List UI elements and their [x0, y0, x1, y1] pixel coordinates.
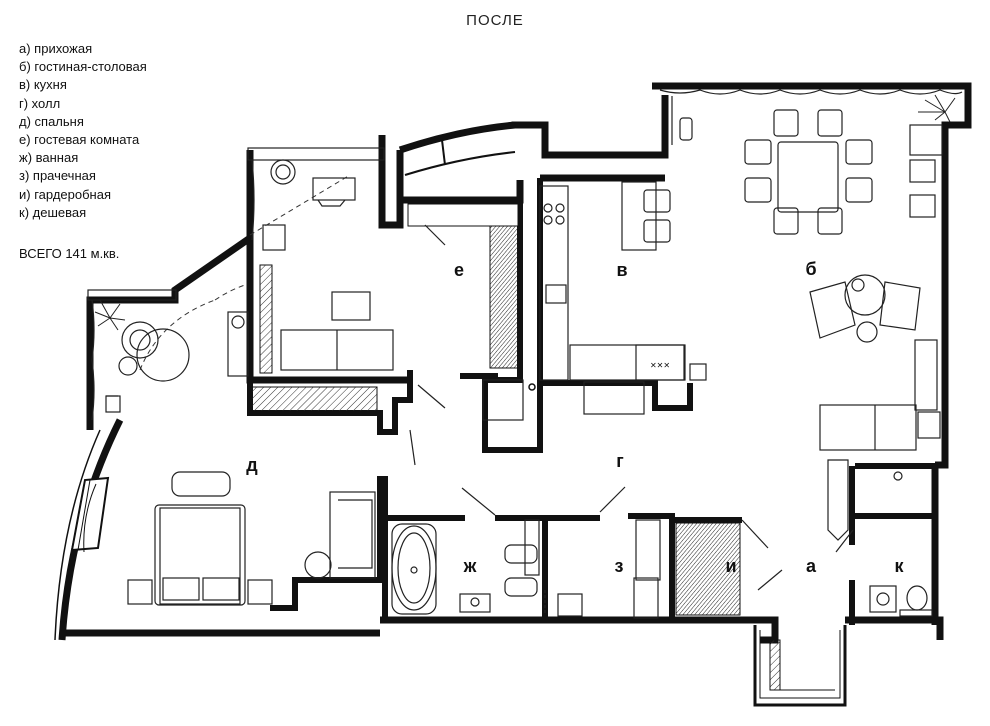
legend-item: б) гостиная-столовая: [19, 59, 147, 75]
legend-item: в) кухня: [19, 77, 67, 93]
legend-item: и) гардеробная: [19, 186, 111, 202]
legend-item: а) прихожая: [19, 41, 93, 56]
room-labels: е в б д г ж з и а к: [246, 259, 904, 576]
total-area: ВСЕГО 141 м.кв.: [19, 246, 120, 261]
room-legend: а) прихожая б) гостиная-столовая в) кухн…: [19, 40, 147, 222]
bedroom-furniture: [118, 321, 376, 606]
furniture: [118, 109, 943, 619]
toilet-fixtures: [869, 471, 933, 617]
room-label-v: в: [616, 260, 627, 280]
entrance-vestibule: [753, 625, 847, 707]
kitchen-counters: [539, 117, 707, 415]
room-label-e: е: [454, 260, 464, 280]
legend-item: д) спальня: [19, 113, 84, 129]
legend-item: з) прачечная: [19, 168, 96, 184]
doors: [409, 224, 854, 615]
balcony-guest: [247, 147, 385, 251]
bathroom-fixtures: [391, 519, 540, 615]
living-sofa: [819, 404, 941, 541]
curved-window-wall: [54, 418, 124, 641]
hatched-elements: [251, 203, 741, 616]
room-label-k: к: [894, 556, 904, 576]
dining-set: [744, 109, 873, 235]
legend-item: е) гостевая комната: [19, 132, 140, 148]
guest-furniture: [227, 291, 524, 421]
stove-label: ✕✕✕: [650, 361, 670, 370]
room-label-d: д: [246, 455, 258, 475]
room-label-i: и: [725, 556, 736, 576]
balcony-left: [87, 289, 177, 421]
armchairs: [809, 274, 921, 343]
room-label-b: б: [805, 259, 816, 279]
room-label-zh: ж: [463, 556, 477, 576]
plan-title: ПОСЛЕ: [466, 12, 524, 29]
legend-item: ж) ванная: [19, 150, 79, 166]
guest-bay-wall: [396, 121, 516, 200]
laundry-fixtures: [557, 519, 661, 619]
dashed-lines: [139, 174, 351, 371]
room-label-z: з: [615, 556, 624, 576]
plant-icon: [94, 94, 956, 331]
legend-item: г) холл: [19, 95, 61, 111]
column-marker: [528, 383, 536, 391]
room-label-a: а: [806, 556, 817, 576]
balcony-right: [659, 89, 963, 145]
legend-item: к) дешевая: [19, 204, 87, 220]
room-label-g: г: [616, 451, 624, 471]
